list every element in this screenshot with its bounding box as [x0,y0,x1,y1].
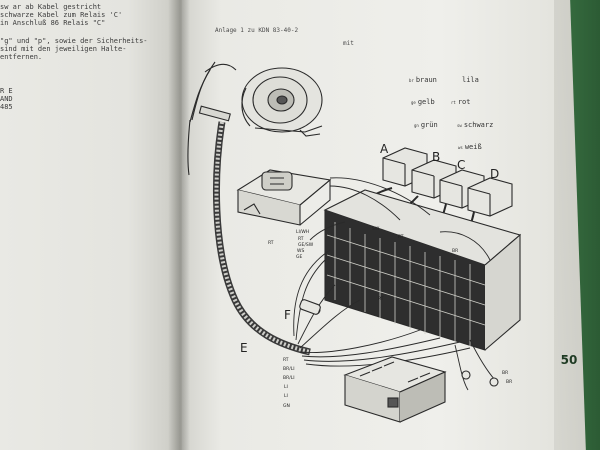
wire-label: SW [372,226,380,232]
wire-label-rt: RT [268,240,274,246]
label-A: A [380,142,389,156]
header-mit: mit [343,40,354,47]
wire-label: LI [284,384,288,390]
wire-label: BR [452,248,458,254]
wire-label: LI [284,393,288,399]
left-text-line: schwarze Kabel zum Relais 'C' [0,11,123,19]
wire-label: LI/WH [296,229,309,235]
wire-label: GN [283,403,290,409]
fuse-holder-drawing [236,169,332,226]
left-text-line: in Anschluß 86 Relais "C" [0,19,106,27]
page-header: Anlage 1 zu KDN 83-40-2 [215,27,299,34]
label-C: C [457,158,465,172]
wire-label: BR/LI [283,366,295,372]
page-number: 50 [560,353,578,367]
bottom-relay-unit-drawing [343,356,447,423]
left-page [0,0,182,450]
wire-label: BR/LI [283,375,295,381]
left-text-line: sw ar ab Kabel gestricht [0,3,102,11]
wire-label: RT [283,357,289,363]
left-code: 485 [0,103,13,111]
label-E: E [240,341,248,355]
left-code: AND [0,95,13,103]
legend-item-lila: lila [462,76,479,84]
label-F: F [284,308,291,322]
left-code: R E [0,87,13,95]
page-gutter [168,0,190,450]
wire-label: BR [506,379,512,385]
left-text-line: sind mit den jeweiligen Halte- [0,45,127,53]
fuse-box-drawing [323,189,522,351]
wire-label: GE [296,254,302,260]
left-text-line: entfernen. [0,53,43,61]
wire-label: RT [398,234,404,240]
wire-label-rt-lower: RT [378,296,384,302]
left-text-line: "g" und "p", sowie der Sicherheits- [0,37,148,45]
wire-label: RT [298,236,304,242]
wire-label: WS [297,248,304,254]
wire-label: BR [502,370,508,376]
relay-modules [382,147,513,217]
label-B: B [432,150,440,164]
label-D: D [490,167,499,181]
lamp-drawing [241,67,323,137]
wire-label: GE/SW [298,242,314,248]
